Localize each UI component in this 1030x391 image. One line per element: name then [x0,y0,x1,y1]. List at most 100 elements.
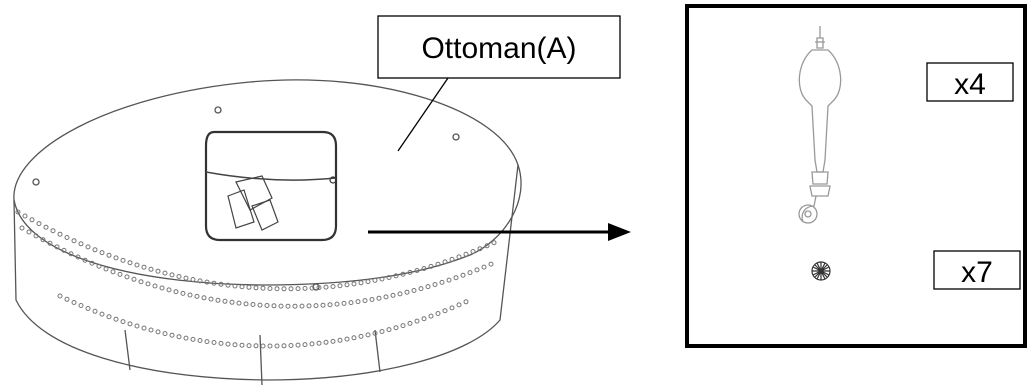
stud [152,283,158,289]
stud [148,266,154,272]
stud [201,295,207,301]
callout-box [377,15,621,79]
stud [232,283,238,289]
stud [334,301,340,307]
stud [330,284,336,289]
stud [197,278,203,284]
stud [19,225,25,231]
arrow-head [608,223,631,241]
stud [428,263,434,269]
stud [379,329,385,334]
stud [467,270,473,276]
pocket-outline [204,130,338,242]
stud [264,303,270,308]
stud [292,303,298,309]
stud [64,235,70,240]
stud [344,336,350,342]
quantity-caster: x4 [954,68,986,101]
stud [89,260,95,266]
stud [215,297,221,303]
stud [68,251,74,257]
stud [138,279,144,285]
stud [239,342,245,348]
stud [439,279,445,285]
stud [260,285,266,291]
stud [54,244,60,250]
stud [271,303,277,309]
stud [78,303,84,308]
stud [432,282,438,287]
stud [351,281,357,287]
stud [246,343,252,349]
stud [435,311,441,316]
stud [176,334,182,340]
stud [229,299,235,305]
stud [463,299,469,305]
ottoman-button [32,178,40,186]
stud [323,284,329,290]
stud [463,251,469,257]
ottoman-seam [124,329,131,371]
stud [372,330,378,336]
stud [124,274,130,280]
stud [15,209,21,215]
stud [372,277,378,283]
stud [288,343,294,348]
stud [369,297,375,302]
stud [320,302,326,308]
stud [85,306,91,311]
ottoman-button [312,283,320,291]
stud [33,233,39,239]
wheel-cap-icon [811,261,831,281]
stud [92,247,98,253]
stud [470,249,476,254]
stud [491,240,497,246]
quantity-box-cap [933,250,1021,290]
stud [82,257,88,263]
stud [173,289,179,295]
stud [281,286,287,292]
quantity-box-caster [926,62,1014,102]
stud [190,336,196,342]
ottoman-stud-trim [15,209,497,349]
stud [183,275,189,281]
stud [85,244,91,250]
stud [166,287,172,293]
stud [169,332,175,338]
stud [120,319,126,325]
stud [243,301,249,307]
ottoman-illustration [13,79,522,386]
ottoman-seam [259,334,263,386]
stud [414,318,420,324]
stud [148,327,154,333]
pocket-flap [205,171,337,181]
stud [57,231,63,237]
stud [267,343,273,349]
stud [106,314,112,320]
stud [274,286,280,292]
stud [414,268,420,273]
stud [442,308,448,314]
stud [281,343,287,349]
stud [71,300,77,305]
stud [159,285,165,291]
stud [274,343,280,349]
stud [400,323,406,329]
stud [309,341,315,347]
stud [407,269,413,275]
stud [428,313,434,319]
stud [456,302,462,308]
stud [421,266,427,271]
stud [61,247,67,253]
quantity-cap: x7 [961,256,993,289]
stud [313,303,319,309]
stud [351,335,357,341]
stud [257,302,263,308]
stud [29,217,35,223]
stud [134,323,140,329]
stud [155,268,161,274]
stud [204,279,210,285]
stud [327,302,333,308]
stud [197,338,203,343]
stud [442,259,448,265]
